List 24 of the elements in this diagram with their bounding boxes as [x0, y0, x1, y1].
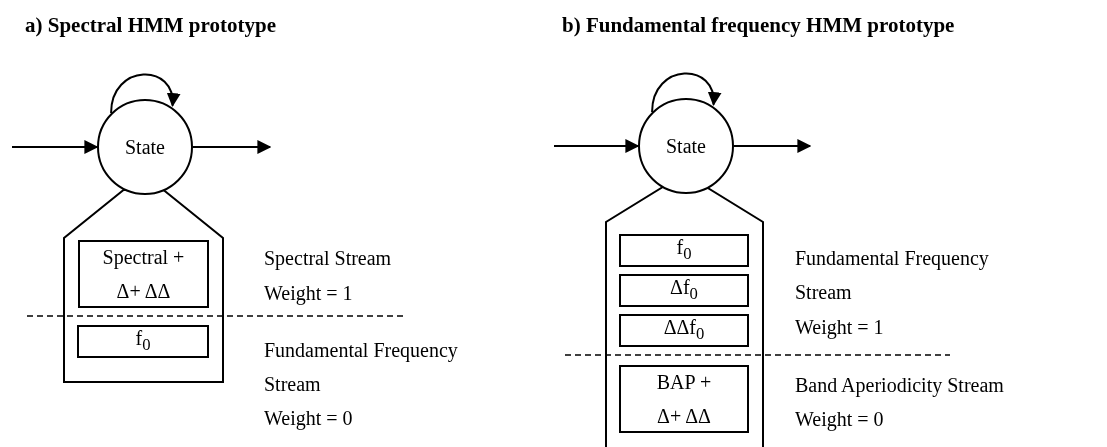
stream-label: Weight = 0: [795, 407, 884, 433]
stream-box: Δf$_{0}$: [619, 274, 749, 307]
stream-box: f$_{0}$: [77, 325, 209, 358]
node-text: State: [125, 135, 165, 159]
panel-title: b) Fundamental frequency HMM prototype: [562, 12, 955, 39]
transition-arrow: [192, 140, 272, 154]
panel-title: a) Spectral HMM prototype: [25, 12, 276, 39]
stream-label: Band Aperiodicity Stream: [795, 373, 1004, 399]
transition-arrow: [553, 139, 640, 153]
transition-arrow: [110, 73, 180, 115]
transition-arrow: [651, 72, 721, 114]
stream-label: Spectral Stream: [264, 246, 392, 272]
stream-box: f$_{0}$: [619, 234, 749, 267]
node-text: State: [666, 134, 706, 158]
stream-label: Weight = 1: [264, 281, 353, 307]
stream-label: Weight = 1: [795, 315, 884, 341]
stream-box: BAP + Δ+ ΔΔ: [619, 365, 749, 433]
stream-label: Weight = 0: [264, 406, 353, 432]
stream-label: Fundamental Frequency Stream: [795, 246, 990, 305]
transition-arrow: [11, 140, 99, 154]
stream-box: ΔΔf$_{0}$: [619, 314, 749, 347]
stream-label: Fundamental Frequency Stream: [264, 338, 459, 397]
transition-arrow: [733, 139, 812, 153]
stream-box: Spectral + Δ+ ΔΔ: [78, 240, 209, 308]
